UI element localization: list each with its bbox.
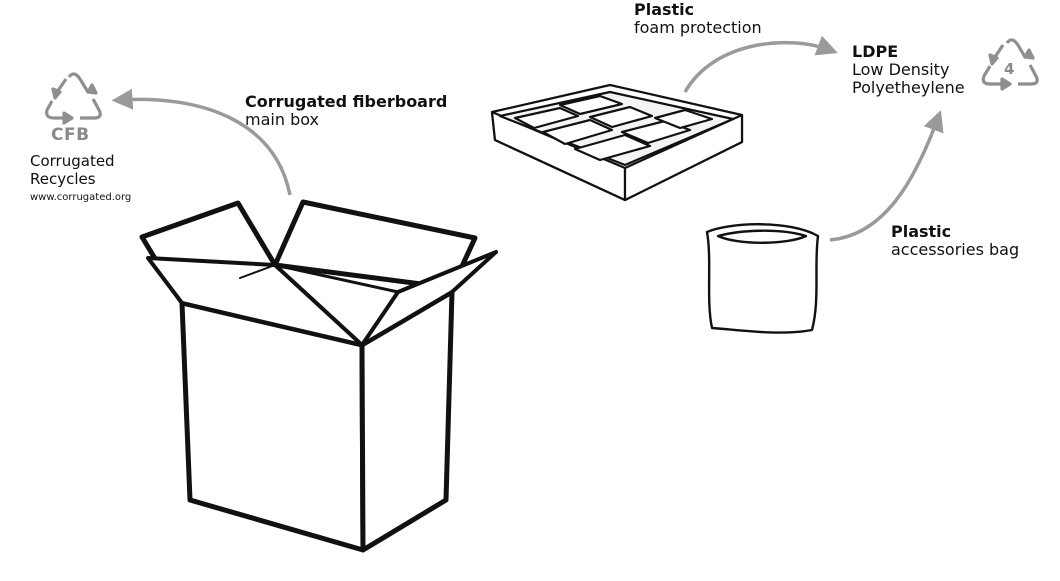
bag-subtitle: accessories bag [891,240,1020,259]
open-box-illustration [139,199,498,553]
ldpe-line1: Low Density [852,60,950,79]
foam-subtitle: foam protection [634,18,762,37]
cfb-code: CFB [51,125,90,145]
ldpe-label: LDPE Low Density Polyetheylene [852,43,965,97]
cfb-caption: Corrugated Recycles www.corrugated.org [30,152,131,204]
bag-label: Plastic accessories bag [891,223,1019,259]
arrow-foam-to-ldpe [683,35,838,93]
box-subtitle: main box [245,110,319,129]
plastic-bag-illustration [705,223,820,334]
box-title: Corrugated fiberboard [245,92,448,111]
arrow-bag-to-ldpe [829,110,944,242]
cfb-line2: Recycles [30,170,96,188]
box-label: Corrugated fiberboard main box [245,93,447,129]
ldpe-line2: Polyetheylene [852,78,965,97]
bag-title: Plastic [891,222,952,241]
foam-tray-illustration [490,83,744,202]
arrow-box-to-cfb [111,88,292,196]
ldpe-recycle-triangle-icon [981,38,1039,91]
foam-label: Plastic foam protection [634,1,762,37]
ldpe-number: 4 [1004,60,1015,78]
cfb-recycle-triangle-icon [45,72,102,125]
ldpe-title: LDPE [852,42,899,61]
cfb-url: www.corrugated.org [30,192,132,203]
foam-title: Plastic [634,0,695,19]
cfb-line1: Corrugated [30,152,115,170]
